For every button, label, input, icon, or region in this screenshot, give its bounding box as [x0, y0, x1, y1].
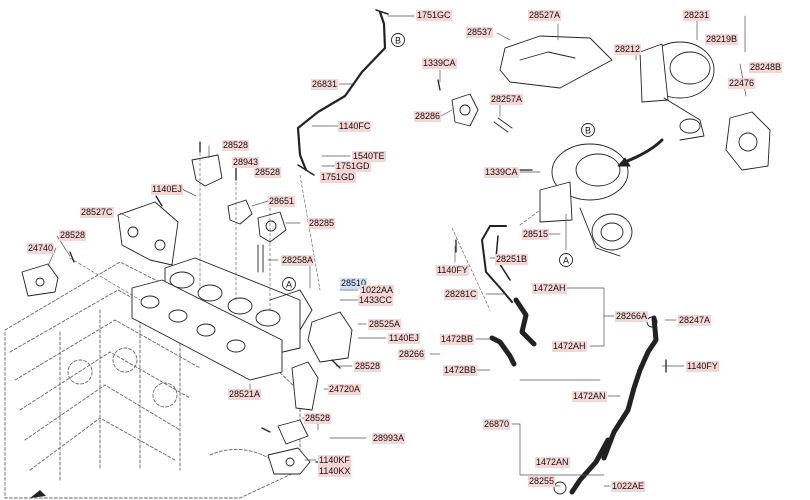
part-label-28528-e[interactable]: 28528	[304, 413, 332, 424]
bolts	[69, 79, 667, 463]
turbocharger-core	[539, 143, 633, 257]
heat-shield-28527a	[499, 35, 613, 89]
part-label-1433cc[interactable]: 1433CC	[358, 295, 394, 306]
part-label-28248b[interactable]: 28248B	[749, 62, 783, 73]
heat-shield-28525a	[307, 311, 353, 363]
actuator-28248b	[725, 111, 771, 171]
part-label-22476[interactable]: 22476	[728, 78, 756, 89]
part-label-1751gd-b[interactable]: 1751GD	[320, 172, 356, 183]
part-label-1140ej-lower[interactable]: 1140EJ	[388, 333, 420, 344]
part-label-1472an-lower[interactable]: 1472AN	[535, 457, 570, 468]
part-label-28258a[interactable]: 28258A	[281, 255, 315, 266]
part-label-28212[interactable]: 28212	[614, 44, 642, 55]
part-label-26870[interactable]: 26870	[483, 419, 511, 430]
part-label-28527a[interactable]: 28527A	[528, 10, 562, 21]
gasket-28285	[257, 211, 287, 243]
part-label-24720a[interactable]: 24720A	[328, 384, 362, 395]
part-label-28247a[interactable]: 28247A	[678, 315, 712, 326]
part-label-28537[interactable]: 28537	[466, 27, 494, 38]
coolant-pipe-26870	[601, 315, 659, 461]
part-label-1339ca-lower[interactable]: 1339CA	[484, 167, 519, 178]
part-label-28528-c[interactable]: 28528	[59, 230, 87, 241]
part-label-28528-d[interactable]: 28528	[354, 361, 382, 372]
callout-a-upper: A	[282, 277, 296, 291]
part-label-1022aa[interactable]: 1022AA	[360, 285, 395, 296]
part-label-28527c[interactable]: 28527C	[80, 207, 114, 218]
bracket-24720a	[291, 361, 319, 411]
shield-28943	[191, 154, 223, 187]
callout-b-upper-text: B	[395, 36, 401, 46]
manifold-gasket	[131, 279, 283, 381]
turbocharger-assembly-28231	[639, 41, 715, 141]
stud-28258a	[257, 244, 264, 273]
corner-mark-icon	[30, 490, 46, 498]
bracket-28993a	[267, 419, 311, 475]
part-label-28231[interactable]: 28231	[683, 10, 711, 21]
heat-shield-28527c	[117, 201, 179, 266]
leader-lines	[47, 15, 747, 487]
part-label-28257a[interactable]: 28257A	[490, 94, 524, 105]
callout-a-upper-text: A	[286, 280, 292, 290]
oil-feed-pipe	[296, 10, 387, 172]
callout-b-upper: B	[391, 33, 405, 47]
part-label-1339ca-upper[interactable]: 1339CA	[422, 58, 457, 69]
part-label-1472bb-lower[interactable]: 1472BB	[443, 365, 478, 376]
part-label-1140kx[interactable]: 1140KX	[318, 466, 352, 477]
stud-28257a	[493, 117, 513, 133]
part-label-1140ej-upper[interactable]: 1140EJ	[151, 184, 183, 195]
part-label-28281c[interactable]: 28281C	[444, 289, 478, 300]
part-label-26831[interactable]: 26831	[311, 79, 339, 90]
part-label-1472an-upper[interactable]: 1472AN	[572, 391, 607, 402]
part-label-28510[interactable]: 28510	[340, 278, 368, 289]
part-label-1751gc-upper[interactable]: 1751GC	[416, 10, 452, 21]
part-label-28651[interactable]: 28651	[268, 196, 296, 207]
part-label-28528-b[interactable]: 28528	[254, 167, 282, 178]
part-label-28219b[interactable]: 28219B	[705, 34, 739, 45]
callout-a-lower-text: A	[563, 256, 569, 266]
part-label-1022ae[interactable]: 1022AE	[611, 481, 646, 492]
part-label-24740[interactable]: 24740	[27, 243, 55, 254]
callout-b-lower-text: B	[585, 126, 591, 136]
part-label-1472ah-lower[interactable]: 1472AH	[552, 341, 587, 352]
gasket-28651	[227, 199, 253, 225]
part-label-28266a[interactable]: 28266A	[615, 311, 649, 322]
part-label-1472ah-upper[interactable]: 1472AH	[532, 283, 567, 294]
part-label-1540te[interactable]: 1540TE	[352, 151, 386, 162]
part-label-28528-a[interactable]: 28528	[222, 140, 250, 151]
part-label-28255[interactable]: 28255	[528, 476, 556, 487]
part-label-1140fc[interactable]: 1140FC	[338, 121, 372, 132]
part-label-28943[interactable]: 28943	[232, 157, 260, 168]
callout-b-lower: B	[581, 123, 595, 137]
part-label-28266[interactable]: 28266	[398, 349, 426, 360]
part-label-28251b[interactable]: 28251B	[495, 254, 529, 265]
exhaust-manifold	[164, 257, 313, 356]
oil-return-pipe	[481, 225, 513, 303]
part-label-1472bb-upper[interactable]: 1472BB	[440, 334, 475, 345]
part-label-28285[interactable]: 28285	[308, 218, 336, 229]
part-label-28286[interactable]: 28286	[414, 111, 442, 122]
part-label-28515[interactable]: 28515	[522, 229, 550, 240]
part-label-28525a[interactable]: 28525A	[368, 319, 402, 330]
gasket-28286	[451, 93, 479, 127]
part-label-28521a[interactable]: 28521A	[228, 389, 262, 400]
callout-a-lower: A	[559, 253, 573, 267]
assembly-dashes	[69, 147, 541, 311]
bracket-24740	[21, 263, 59, 297]
part-label-28993a[interactable]: 28993A	[372, 433, 406, 444]
part-label-1140kf[interactable]: 1140KF	[318, 455, 351, 466]
part-label-1751gd-a[interactable]: 1751GD	[335, 161, 371, 172]
assembly-arrow	[623, 138, 664, 164]
hose-28266a	[513, 297, 537, 347]
part-label-1140fy-left[interactable]: 1140FY	[436, 265, 469, 276]
part-label-1140fy-right[interactable]: 1140FY	[686, 361, 719, 372]
